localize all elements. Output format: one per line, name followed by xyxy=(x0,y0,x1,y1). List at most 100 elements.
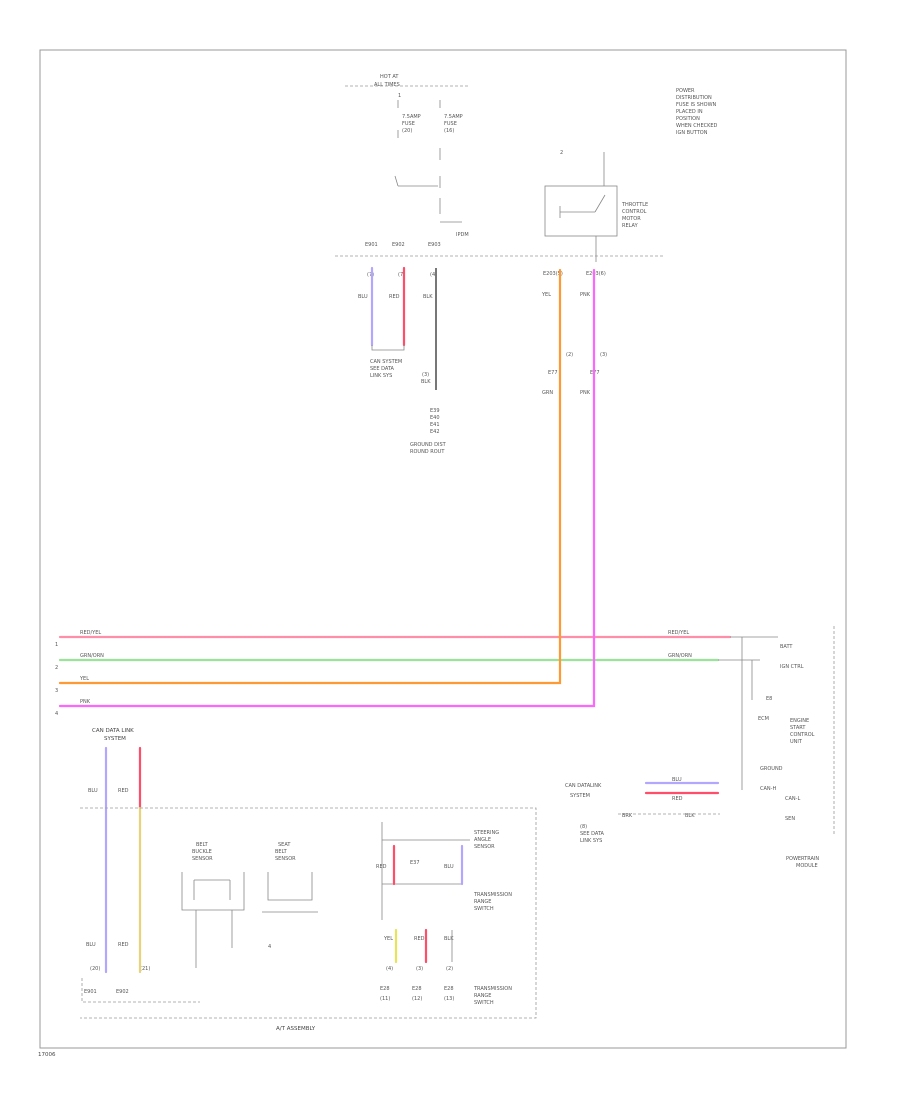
relay-pin: 2 xyxy=(560,150,563,156)
bus-label-2: GRN/ORN xyxy=(80,653,104,659)
bottom-label-3: E28 xyxy=(444,986,454,992)
fuse-a-label-2: FUSE xyxy=(402,121,415,127)
ecm-label-13: MODULE xyxy=(796,863,818,869)
ecm-label-5: START xyxy=(790,725,806,731)
ecm-label-1: BATT xyxy=(780,644,793,650)
dash-label-1: BRK xyxy=(622,813,633,819)
fuse-b-label-2: FUSE xyxy=(444,121,457,127)
can-label-2: LINK xyxy=(590,783,602,789)
range-y-label-6: (2) xyxy=(446,966,453,972)
conn-label-2: E902 xyxy=(392,242,405,248)
belt-pin: 4 xyxy=(268,944,271,950)
can-labels: CAN DATA LINK SYSTEM BLU RED BRK BLK (8)… xyxy=(565,777,720,844)
note-line-5: POSITION xyxy=(676,116,700,122)
can-label-3: SYSTEM xyxy=(570,793,590,799)
range-y-label-4: (4) xyxy=(386,966,393,972)
relay-label-2: CONTROL xyxy=(622,209,647,215)
conn-label-3: E903 xyxy=(428,242,441,248)
throttle-relay: 2 THROTTLE CONTROL MOTOR RELAY E203(5) E… xyxy=(541,150,648,396)
conn-label-1: E901 xyxy=(365,242,378,248)
relay-mid-3: E77 xyxy=(548,370,558,376)
bus-label-1: RED/YEL xyxy=(80,630,101,636)
relay-conn-1: E203(5) xyxy=(543,271,563,277)
bottom-label-4: TRANSMISSION xyxy=(473,986,512,992)
bottom-left-connector: CAN DATA LINK SYSTEM BLU RED BLU RED (20… xyxy=(84,728,150,995)
ground-label-4: E42 xyxy=(430,429,440,435)
relay-wire-code-3: GRN xyxy=(542,390,553,396)
sensor-label-1: (8) xyxy=(580,824,587,830)
bus-label-3: YEL xyxy=(79,676,89,682)
ecm-label-7: UNIT xyxy=(790,739,803,745)
ecm-label-9: CAN-H xyxy=(760,786,776,792)
pin-label-2: (7) xyxy=(398,272,405,278)
bottom-label-7: (11) xyxy=(380,996,390,1002)
wire-code-3: BLK xyxy=(423,294,433,300)
ecm-block: BATT IGN CTRL ECM ENGINE START CONTROL U… xyxy=(718,626,835,869)
relay-mid-1: (2) xyxy=(566,352,573,358)
ecm-label-11: SEN xyxy=(785,816,795,822)
range-b-label-3: E37 xyxy=(410,860,420,866)
range-b-label-1: RED xyxy=(376,864,387,870)
bottom-label-9: (13) xyxy=(444,996,454,1002)
loop-text: CAN SYSTEM SEE DATA LINK SYS (3) BLK E39… xyxy=(370,359,447,455)
can-wire-code-1: BLU xyxy=(672,777,682,783)
range-y-label-1: YEL xyxy=(383,936,393,942)
sensor-label-3: LINK SYS xyxy=(580,838,602,844)
bottom-label-2: E28 xyxy=(412,986,422,992)
range-a-label-4: TRANSMISSION xyxy=(473,892,512,898)
ecm-label-10: CAN-L xyxy=(785,796,800,802)
at-assembly-outline xyxy=(80,807,537,1019)
belt-b-label-2: BELT xyxy=(275,849,288,855)
bus-labels: 1 2 3 4 RED/YEL GRN/ORN YEL PNK RED/YEL … xyxy=(55,630,692,717)
belt-buckle-sensor: BELT BUCKLE SENSOR xyxy=(181,842,245,968)
fuse-a-label-1: 7.5AMP xyxy=(402,114,421,120)
seat-belt-sensor: SEAT BELT SENSOR 4 xyxy=(262,842,318,950)
wire-code-1: BLU xyxy=(358,294,368,300)
wire-magenta-bus xyxy=(58,268,596,708)
bus-number-2: 2 xyxy=(55,665,58,671)
harness-label: A/T ASSEMBLY xyxy=(276,1026,316,1032)
range-switch-block: STEERING ANGLE SENSOR TRANSMISSION RANGE… xyxy=(376,822,512,1006)
loop-label-1: CAN SYSTEM xyxy=(370,359,402,365)
bus-number-1: 1 xyxy=(55,642,58,648)
ground-label-5: GROUND DIST xyxy=(410,442,447,448)
bl-wire-code-1: BLU xyxy=(88,788,98,794)
wire-orange-bus xyxy=(58,268,562,685)
dash-label-2: BLK xyxy=(685,813,695,819)
bus-number-3: 3 xyxy=(55,688,58,694)
belt-b-label-3: SENSOR xyxy=(275,856,296,862)
fuse-b-label-1: 7.5AMP xyxy=(444,114,463,120)
relay-conn-2: E203(6) xyxy=(586,271,606,277)
wire-code-2: RED xyxy=(389,294,400,300)
ground-wire-code: BLK xyxy=(421,379,431,385)
range-a-label-3: SENSOR xyxy=(474,844,495,850)
fuse-a-label-3: (20) xyxy=(402,128,412,134)
can-label-1: CAN DATA xyxy=(565,783,591,789)
ground-label-3: E41 xyxy=(430,422,440,428)
belt-b-label-1: SEAT xyxy=(278,842,291,848)
bottom-label-1: E28 xyxy=(380,986,390,992)
sensor-label-2: SEE DATA xyxy=(580,831,605,837)
bus-right-label-1: RED/YEL xyxy=(668,630,689,636)
note-line-6: WHEN CHECKED xyxy=(676,123,718,129)
range-b-label-2: BLU xyxy=(444,864,454,870)
bottom-label-8: (12) xyxy=(412,996,422,1002)
ecm-vert-label: E8 xyxy=(766,696,772,702)
range-y-label-2: RED xyxy=(414,936,425,942)
bl-wire-code-2: RED xyxy=(118,788,129,794)
diagram-frame xyxy=(39,49,847,1049)
bl-wire-code-3: BLU xyxy=(86,942,96,948)
relay-wire-code-2: PNK xyxy=(580,292,591,298)
relay-mid-2: (3) xyxy=(600,352,607,358)
ecm-label-12: POWERTRAIN xyxy=(786,856,819,862)
range-a-label-6: SWITCH xyxy=(474,906,494,912)
pin-label-3: (4) xyxy=(430,272,437,278)
relay-label-4: RELAY xyxy=(622,223,639,229)
ecm-label-3: ECM xyxy=(758,716,769,722)
bus-number-4: 4 xyxy=(55,711,58,717)
fuse-title-2: ALL TIMES xyxy=(374,82,400,88)
relay-label-3: MOTOR xyxy=(622,216,641,222)
fuse-b-label-3: (16) xyxy=(444,128,454,134)
loop-label-2: SEE DATA xyxy=(370,366,395,372)
note-line-3: FUSE IS SHOWN xyxy=(676,102,717,108)
